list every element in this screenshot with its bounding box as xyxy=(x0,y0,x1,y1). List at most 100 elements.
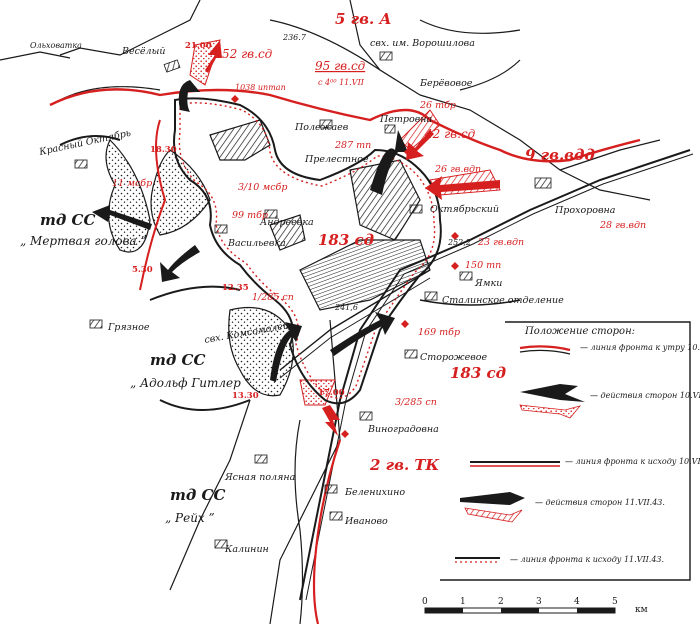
front-lines xyxy=(49,88,641,624)
legend-item-front-evening: — линия фронта к исходу 10.VII.43. xyxy=(470,457,700,467)
village-oktyabrsky xyxy=(409,204,423,214)
scale-tick-1: 1 xyxy=(460,597,466,607)
label-3-285sp: 3/285 сп xyxy=(395,397,437,408)
label-andreevka: Андреевка xyxy=(259,217,314,228)
svg-text:— линия фронта к утру 10.VII.4: — линия фронта к утру 10.VII.43. xyxy=(580,343,700,352)
label-svh-voroshilova: свх. им. Ворошилова xyxy=(370,38,475,49)
time-2100: 21.00 xyxy=(185,41,212,51)
scale-tick-2: 2 xyxy=(498,597,504,607)
svg-text:— линия фронта к исходу 10.VII: — линия фронта к исходу 10.VII.43. xyxy=(565,457,700,466)
label-1038: 1038 иптап xyxy=(235,83,286,92)
black-curve-right xyxy=(419,19,521,34)
label-9vdd: 9 гв.вдд xyxy=(525,146,595,164)
label-yasnaya-polyana: Ясная поляна xyxy=(224,472,296,483)
label-stalinskoe: Сталинское отделение xyxy=(442,295,564,306)
village-belenikhino xyxy=(324,484,338,494)
road-to-west xyxy=(0,51,71,61)
legend: Положение сторон: — линия фронта к утру … xyxy=(440,321,700,581)
road-top-left xyxy=(59,0,201,56)
label-td-reich-name: „ Рейх ” xyxy=(165,511,215,525)
label-2tk: 2 гв. ТК xyxy=(369,456,440,474)
label-1-285sp: 1/285 сп xyxy=(252,292,294,303)
black-arc-east xyxy=(419,299,521,306)
label-berevovoe: Берёвовое xyxy=(419,78,473,89)
village-vasilevka xyxy=(214,224,228,234)
legend-frame xyxy=(440,321,691,581)
legend-item-actions-11: — действия сторон 11.VII.43. xyxy=(460,492,665,523)
label-287: 287 тп xyxy=(334,140,371,151)
scale-tick-4: 4 xyxy=(574,597,580,607)
label-polezhaev: Полежаев xyxy=(294,122,349,133)
village-kalinin xyxy=(214,539,228,549)
stippled-attack-center xyxy=(150,149,211,236)
german-unit-labels: тд СС „ Мертвая голова ” тд СС „ Адольф … xyxy=(20,211,251,525)
label-height-2367: 236.7 xyxy=(282,33,307,42)
road-east xyxy=(559,139,661,171)
svg-text:— действия сторон 11.VII.43.: — действия сторон 11.VII.43. xyxy=(535,498,665,507)
village-yamki xyxy=(459,271,473,281)
label-169tbr: 169 тбр xyxy=(418,327,460,338)
hatched-large-center xyxy=(299,239,431,311)
black-curve-north xyxy=(269,19,381,71)
roads-and-terrain xyxy=(0,0,661,624)
road-northeast xyxy=(419,94,651,201)
road-north xyxy=(349,0,421,96)
arrow-south-red xyxy=(322,405,340,436)
black-arc-west xyxy=(59,135,121,146)
label-42sd: 42 гв.сд xyxy=(424,127,476,141)
label-23vdp: 23 гв.вдп xyxy=(477,237,524,248)
stream-south xyxy=(294,419,304,624)
arrow-east-red xyxy=(425,176,500,200)
scale-tick-3: 3 xyxy=(536,597,542,607)
time-1830: 18.30 xyxy=(150,145,177,155)
black-arc-south xyxy=(159,399,251,411)
road-southwest xyxy=(169,399,251,591)
arrow-center-north xyxy=(370,130,408,195)
village-stalinskoe xyxy=(424,291,438,301)
legend-item-actions-10: — действия сторон 10.VII.43. xyxy=(519,384,700,419)
village-polezhaev xyxy=(319,119,333,129)
label-td-reich: тд СС xyxy=(170,486,225,504)
label-prokhorovna: Прохоровна xyxy=(554,205,616,216)
legend-item-front-morning: — линия фронта к утру 10.VII.43. xyxy=(519,343,700,355)
label-26tbr: 26 тбр xyxy=(419,100,456,111)
label-3-10msbr: 3/10 мсбр xyxy=(238,182,287,193)
village-prokhorovna xyxy=(534,177,552,189)
scale-bar: 0 1 2 3 4 5 км xyxy=(422,597,648,615)
label-150tp: 150 тп xyxy=(465,260,501,271)
label-vasilevka: Васильевка xyxy=(227,238,286,249)
label-petrovna: Петровна xyxy=(379,114,433,125)
scale-tick-0: 0 xyxy=(422,597,428,607)
arrow-ne-red xyxy=(406,130,434,160)
red-markers xyxy=(231,95,459,438)
label-99tbr: 99 тбр xyxy=(232,210,268,221)
time-stamps: 21.00 18.30 5.30 12.35 13.30 17.00 xyxy=(132,41,345,401)
label-26vdp: 26 гв.вдп xyxy=(434,164,481,175)
label-ivanovo: Иваново xyxy=(344,516,388,527)
label-td-ah-name: „ Адольф Гитлер ” xyxy=(130,376,251,390)
time-1235: 12.35 xyxy=(222,283,249,293)
legend-title: Положение сторон: xyxy=(524,326,635,337)
label-gryaznoe: Грязное xyxy=(107,322,150,333)
svg-text:— линия фронта к исходу 11.VII: — линия фронта к исходу 11.VII.43. xyxy=(510,555,664,564)
village-voroshilova xyxy=(379,51,393,61)
villages xyxy=(74,51,552,549)
label-vesely: Весёлый xyxy=(121,46,165,57)
arrow-top-red xyxy=(205,40,222,73)
label-52sd: 52 гв.сд xyxy=(222,47,273,61)
village-andreevka xyxy=(264,209,278,219)
arrow-reich xyxy=(270,322,302,382)
label-belenikhino: Беленихино xyxy=(344,487,405,498)
label-prelestnoe: Прелестное xyxy=(304,154,369,165)
red-dotted-front-line xyxy=(178,102,436,399)
label-height-2416: 241,6 xyxy=(334,303,358,312)
legend-item-front-end: — линия фронта к исходу 11.VII.43. xyxy=(455,555,664,564)
scale-unit: км xyxy=(635,605,648,615)
label-183sd-north: 183 сд xyxy=(318,231,374,249)
label-95sd: 95 гв.сд xyxy=(315,59,366,73)
arrow-center xyxy=(330,312,395,356)
time-1700: 17.00 xyxy=(318,388,345,398)
svg-text:— действия сторон 10.VII.43.: — действия сторон 10.VII.43. xyxy=(590,391,700,400)
time-530: 5.30 xyxy=(132,265,153,275)
black-arc-southwest xyxy=(149,285,241,301)
